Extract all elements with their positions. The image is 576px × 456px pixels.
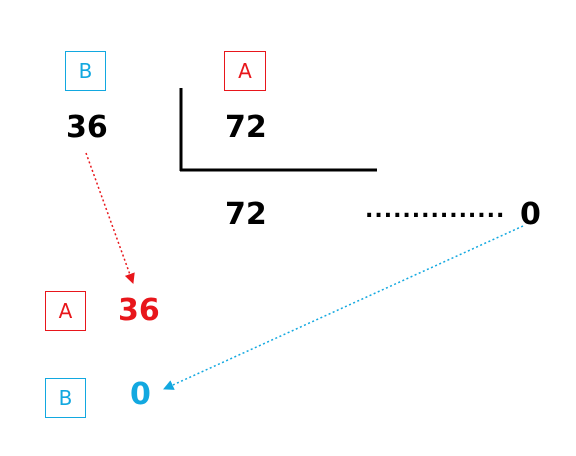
result-a-value: 36 xyxy=(118,293,160,328)
label-box-b-bottom: B xyxy=(45,378,86,418)
result-b-value: 0 xyxy=(130,377,151,412)
divisor-value: 36 xyxy=(66,110,108,145)
label-box-a-top: A xyxy=(224,51,266,91)
dividend-value: 72 xyxy=(225,110,267,145)
remainder-value: 0 xyxy=(520,197,541,232)
product-value: 72 xyxy=(225,197,267,232)
dotted-leader: ............... xyxy=(365,198,506,223)
label-box-b-top: B xyxy=(65,51,106,91)
arrow-remainder-to-b xyxy=(163,225,524,390)
arrow-divisor-to-a xyxy=(85,152,135,284)
label-box-a-bottom: A xyxy=(45,291,86,331)
